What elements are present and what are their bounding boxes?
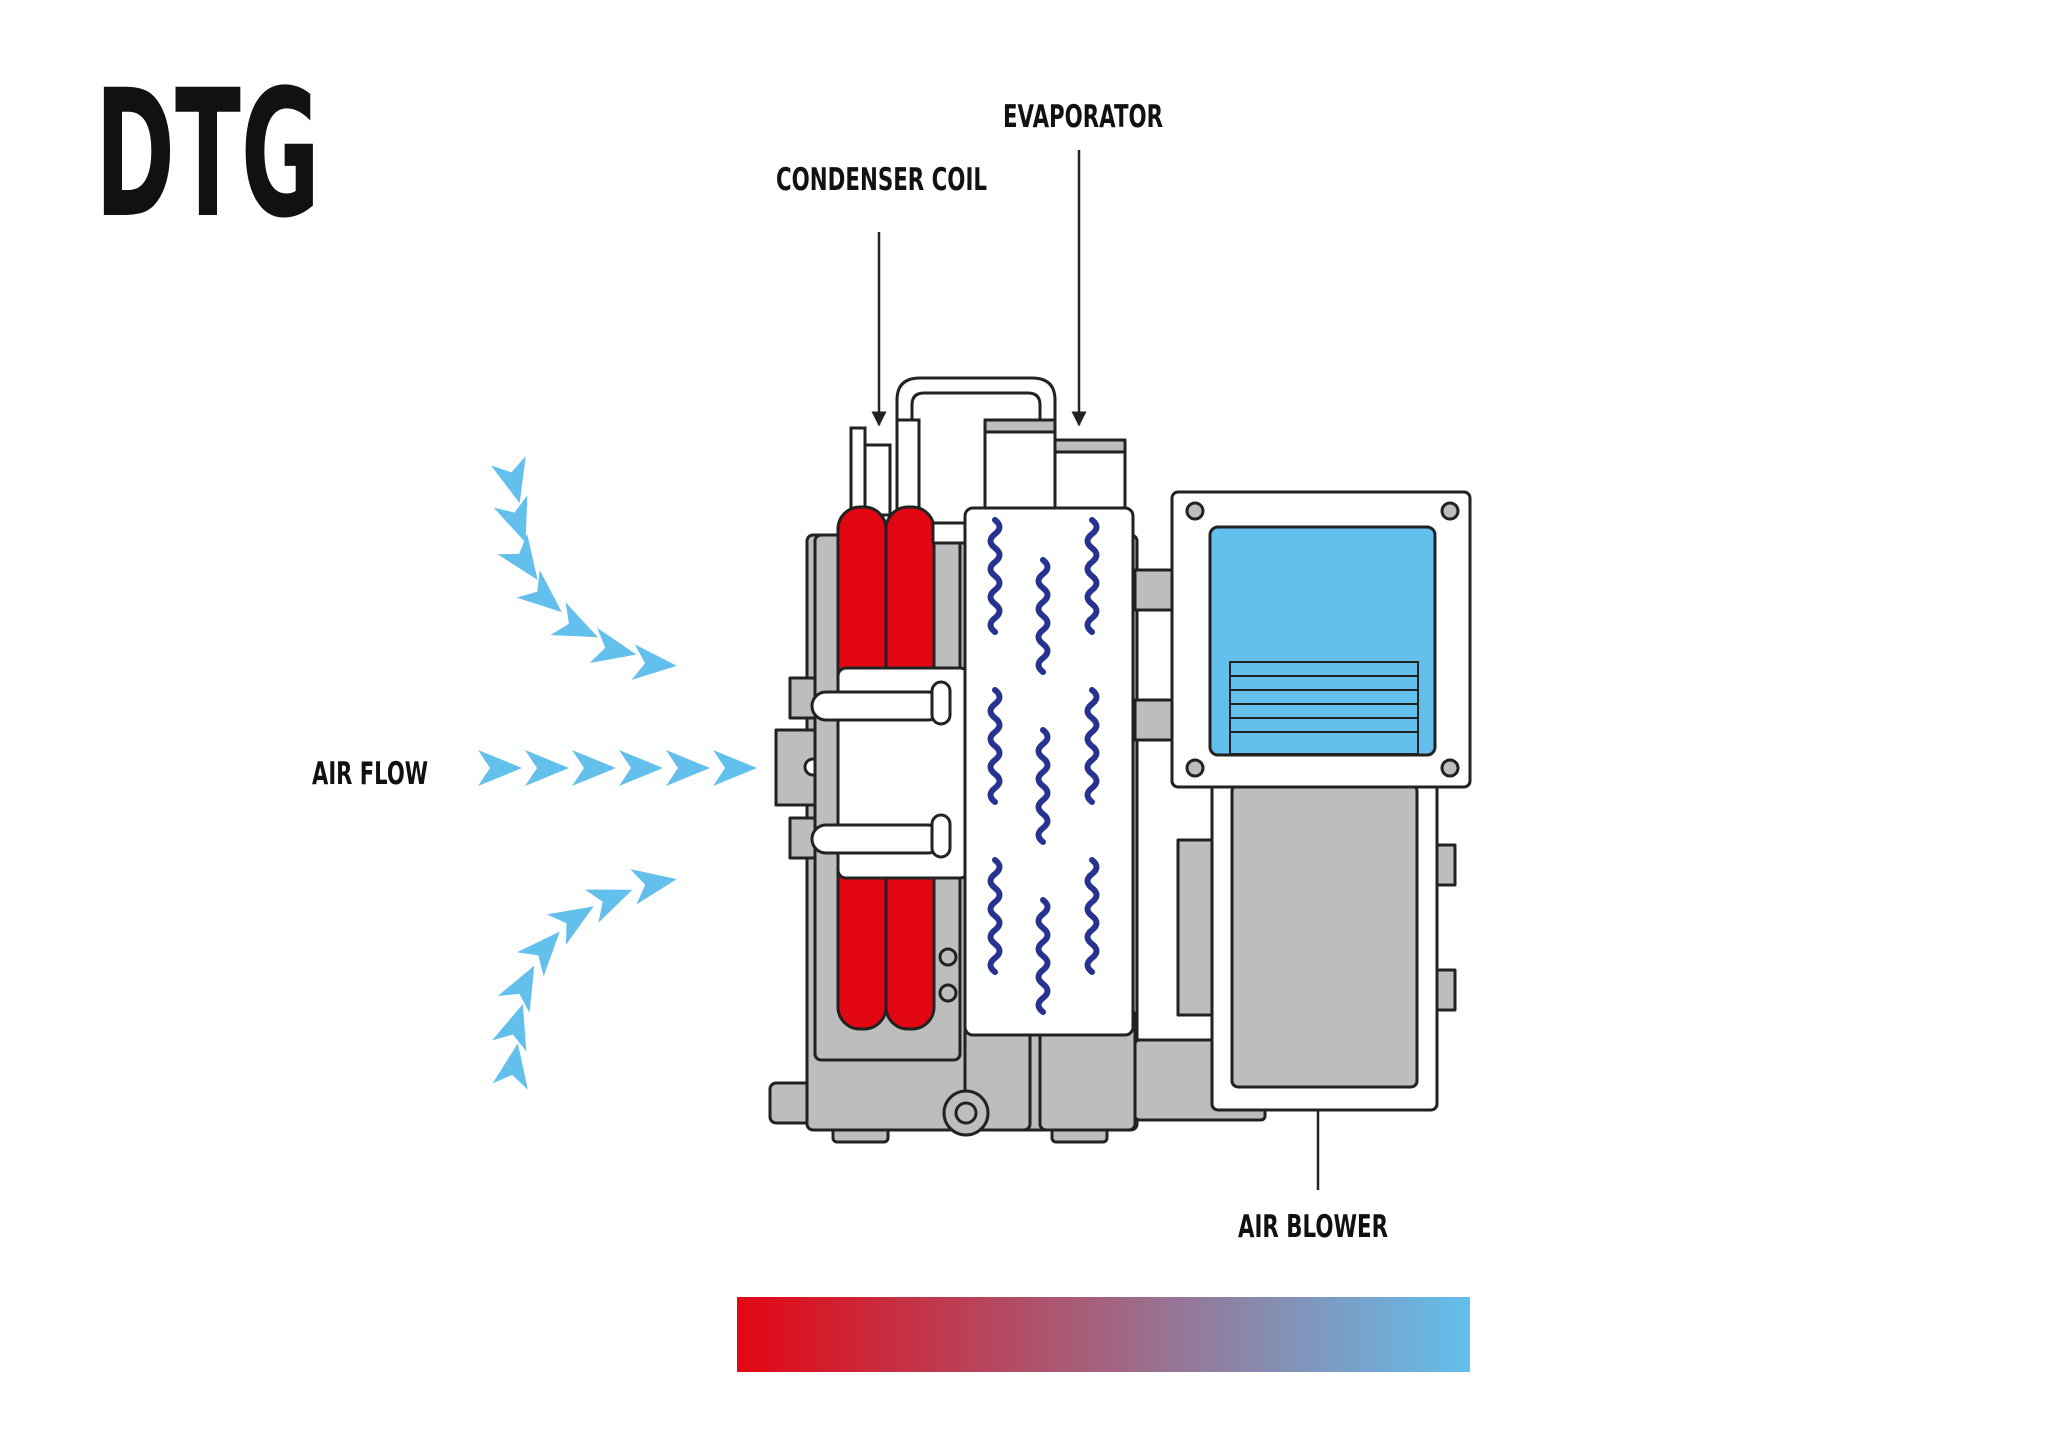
air-chevron-icon [713,750,757,786]
condenser-pipe-middle [863,443,892,517]
air-chevron-icon [478,750,522,786]
heat-wave-icon [1035,557,1051,675]
air-chevron-icon [666,750,710,786]
condenser-pipe-left [849,426,867,515]
air-chevron-icon [631,644,677,681]
air-chevron-icon [619,750,663,786]
blower-box-screw-tl [1185,501,1205,521]
air-chevron-icon [550,602,598,638]
air-chevron-icon [516,931,560,977]
air-chevron-icon [516,570,562,613]
heat-wave-icon [987,857,1003,975]
compressor-port-inner [954,1101,978,1125]
air-chevron-icon [630,869,677,905]
heat-wave-icon [1084,517,1100,635]
clamp-tube-bottom [810,823,944,855]
evaporator-label: EVAPORATOR [1003,99,1163,135]
air-flow-arrows-middle [478,750,757,786]
heat-wave-icon [987,517,1003,635]
blower-window [1208,525,1437,757]
clamp-tube-top-cap [930,680,952,726]
logo-text: DTG [95,52,320,257]
heat-wave-icon [1084,687,1100,805]
blower-side-panel [1176,838,1215,1017]
air-flow-label: AIR FLOW [312,756,428,792]
evaporator-heat-waves [987,517,1100,1015]
air-chevron-icon [584,889,633,923]
frame-bolt-upper [938,947,958,967]
blower-box-screw-tr [1440,501,1460,521]
condenser-pipe-right [895,418,921,517]
blower-motor [1230,783,1419,1089]
air-chevron-icon [497,965,535,1013]
blower-box-screw-br [1440,758,1460,778]
connector-tab-top [1133,568,1177,612]
blower-box-screw-bl [1185,758,1205,778]
machine-body [768,376,1472,1144]
clamp-tube-top [810,690,944,722]
vent-frame [1229,661,1419,755]
air-blower-label: AIR BLOWER [1238,1209,1388,1245]
air-chevron-icon [493,495,528,543]
heat-wave-icon [1035,727,1051,845]
heat-wave-icon [1035,897,1051,1015]
evaporator-tab [931,521,967,545]
air-chevron-icon [497,533,538,581]
evaporator-cap-right-top [1053,438,1127,454]
air-chevron-icon [546,906,594,945]
frame-bolt-lower [938,983,958,1003]
air-chevron-icon [490,456,526,504]
connector-tab-middle [1133,698,1177,742]
evaporator-cap-left-top [983,418,1057,434]
air-chevron-icon [572,750,616,786]
heat-wave-icon [987,687,1003,805]
air-chevron-icon [492,1004,527,1052]
condenser-coil-label: CONDENSER COIL [776,162,987,198]
heat-wave-icon [1084,857,1100,975]
air-flow-arrows-bottom [492,869,677,1090]
clamp-tube-bottom-cap [930,813,952,859]
blower-vent-grille [1229,661,1419,755]
air-chevron-icon [492,1043,528,1090]
air-chevron-icon [525,750,569,786]
air-chevron-icon [589,627,637,664]
temperature-gradient-bar [737,1297,1470,1372]
air-flow-arrows-top [490,456,677,681]
